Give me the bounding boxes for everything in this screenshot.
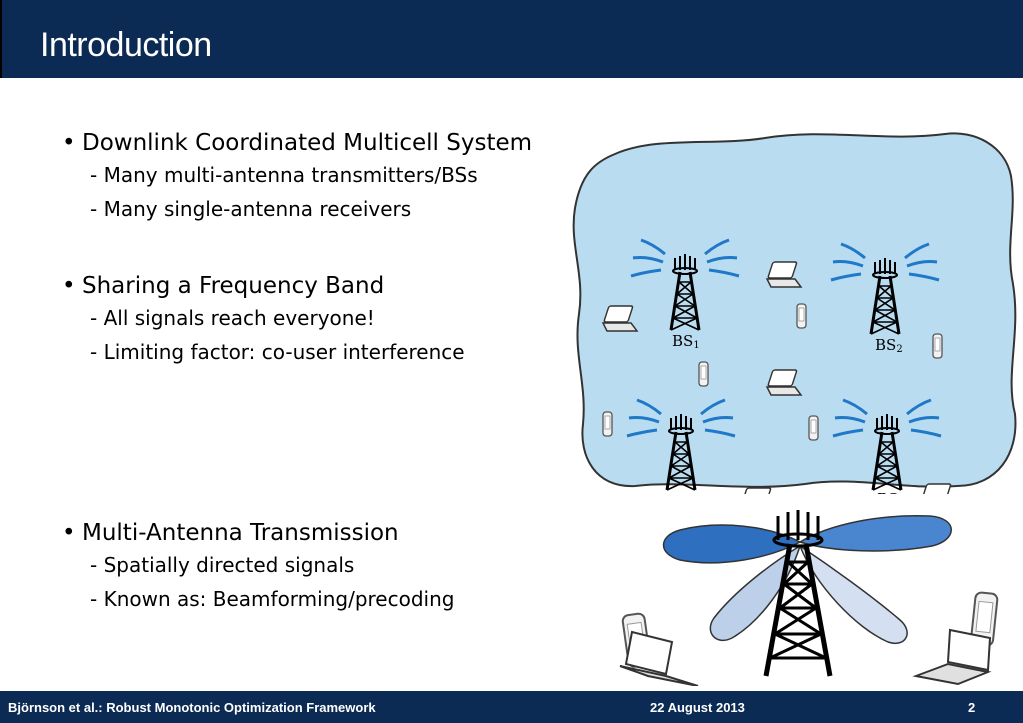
beamforming-diagram (619, 510, 999, 686)
laptop-icon (912, 628, 992, 686)
sub-bullet: - Many single-antenna receivers (90, 197, 412, 221)
footer-date: 22 August 2013 (650, 700, 745, 715)
bullet-item: •Downlink Coordinated Multicell System (62, 128, 532, 158)
bullet-dot: • (62, 520, 76, 546)
sub-bullet: - Many multi-antenna transmitters/BSs (90, 163, 478, 187)
bullet-heading: Downlink Coordinated Multicell System (82, 130, 533, 156)
phone-icon (796, 303, 807, 329)
bullet-group-3: •Multi-Antenna Transmission - Spatially … (62, 518, 454, 616)
bullet-heading: Sharing a Frequency Band (82, 273, 385, 299)
bullet-item: •Sharing a Frequency Band (62, 271, 465, 301)
bullet-heading: Multi-Antenna Transmission (82, 520, 399, 546)
beam-lobe (798, 544, 908, 645)
phone-icon (932, 333, 943, 359)
sub-bullet: - All signals reach everyone! (90, 306, 375, 330)
bullet-item: •Multi-Antenna Transmission (62, 518, 454, 548)
beam-lobe (662, 524, 802, 564)
beam-lobe (798, 514, 952, 552)
slide-header: Introduction (0, 0, 1023, 78)
footer-author-title: Björnson et al.: Robust Monotonic Optimi… (8, 700, 376, 715)
tower-icon (763, 510, 833, 677)
bullet-group-1: •Downlink Coordinated Multicell System -… (62, 128, 532, 226)
laptop-icon (740, 487, 776, 494)
laptop-icon (920, 483, 956, 494)
bullet-dot: • (62, 273, 76, 299)
slide-content: •Downlink Coordinated Multicell System -… (0, 78, 1023, 690)
footer-page-number: 2 (968, 700, 976, 715)
bullet-dot: • (62, 130, 76, 156)
bs-label-1: BS1 (672, 332, 700, 351)
sub-bullet: - Limiting factor: co-user interference (90, 340, 465, 364)
phone-icon (808, 415, 819, 441)
cell-area-cloud (572, 132, 1017, 488)
phone-icon (698, 361, 709, 387)
bs-label-2: BS2 (875, 336, 903, 355)
bs-label-4: BS4 (877, 490, 905, 494)
slide-title: Introduction (40, 26, 212, 64)
slide-footer: Björnson et al.: Robust Monotonic Optimi… (0, 691, 1023, 723)
sub-bullet: - Spatially directed signals (90, 553, 355, 577)
sub-bullet: - Known as: Beamforming/precoding (90, 587, 455, 611)
beam-lobe (709, 544, 802, 641)
multicell-network-diagram: BS1 BS2 BS3 BS4 (572, 132, 1017, 494)
bullet-group-2: •Sharing a Frequency Band - All signals … (62, 271, 465, 369)
phone-icon (602, 411, 613, 437)
laptop-icon (619, 630, 699, 686)
